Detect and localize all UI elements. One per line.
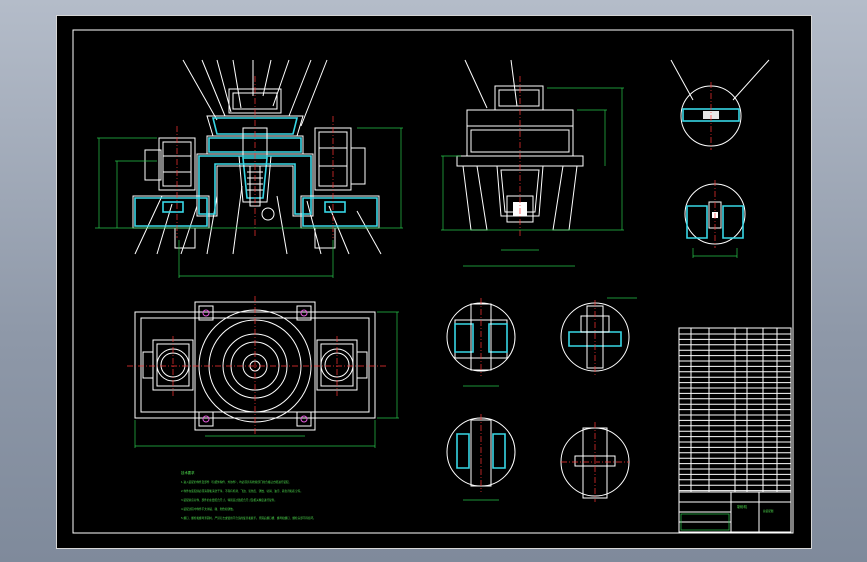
sheet-border xyxy=(72,29,794,534)
parts-list xyxy=(678,327,792,493)
notes-line: 2.零件在装配前必须清理和清洗干净，不得有毛刺、飞边、氧化皮、锈蚀、切屑、油污、… xyxy=(181,489,303,493)
cad-viewport[interactable]: 技术要求 1.进入装配的零件及部件（包括外购件、外协件），均必须具有检验部门的合… xyxy=(56,15,812,549)
technical-notes: 技术要求 1.进入装配的零件及部件（包括外购件、外协件），均必须具有检验部门的合… xyxy=(181,470,316,520)
notes-line: 4.装配过程中零件不允许磕、碰、划伤和锈蚀。 xyxy=(181,507,235,511)
title-block-name: 制砂机 xyxy=(737,504,748,509)
detail-views xyxy=(446,59,770,502)
title-block: 制砂机 总装配图 xyxy=(678,491,792,533)
notes-line: 5.螺钉、螺栓和螺母紧固时，严禁打击或使用不合适的旋具和扳手。紧固后螺钉槽、螺母… xyxy=(181,516,316,520)
title-block-drawing-no: 总装配图 xyxy=(763,509,774,513)
notes-line: 3.装配前应对零、部件的主要配合尺寸，特别是过盈配合尺寸及相关精度进行复查。 xyxy=(181,498,277,502)
plan-view xyxy=(127,296,399,448)
notes-title: 技术要求 xyxy=(181,470,195,475)
side-view xyxy=(441,59,624,267)
notes-line: 1.进入装配的零件及部件（包括外购件、外协件），均必须具有检验部门的合格证方能进… xyxy=(181,480,291,484)
assembly-drawing: 技术要求 1.进入装配的零件及部件（包括外购件、外协件），均必须具有检验部门的合… xyxy=(72,29,794,534)
front-section-view xyxy=(95,59,403,278)
